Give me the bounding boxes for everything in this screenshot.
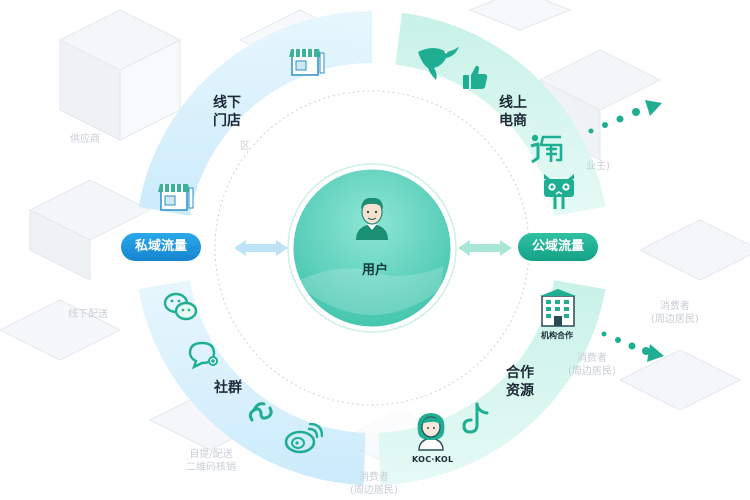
- person-avatar-icon: [417, 413, 445, 451]
- user-icon: [356, 197, 388, 240]
- bg-label-community: 区: [240, 141, 250, 152]
- public-traffic-pill: 公域流量: [518, 233, 599, 261]
- bg-label-pickup-delivery: 自提/配送 二维码核销: [186, 449, 236, 473]
- store-icon: [158, 184, 194, 211]
- taobao-icon: [530, 134, 563, 164]
- thumbs-up-icon: [463, 65, 488, 89]
- tmall-icon: [544, 174, 574, 209]
- arrow-public-to-center: [458, 240, 512, 256]
- weibo-icon: [284, 423, 323, 454]
- bg-label-offline-delivery: 线下配送: [68, 309, 108, 320]
- segment-label-offline-store: 线下 门店: [213, 95, 241, 129]
- center-user-circle: [290, 166, 454, 330]
- segment-label-cooperation: 合作 资源: [506, 365, 534, 399]
- tiktok-icon: [462, 402, 489, 434]
- building-icon: [540, 289, 576, 327]
- mini-program-icon: [248, 402, 273, 422]
- bg-label-consumer-bottom: 消费者 (周边居民): [350, 472, 398, 496]
- bg-label-owner: 业主): [586, 161, 610, 172]
- koc-kol-label: KOC·KOL: [412, 455, 454, 464]
- segment-label-community: 社群: [214, 380, 242, 396]
- institution-label: 机构合作: [541, 331, 573, 340]
- ring-segment-online-ecommerce: [395, 12, 606, 216]
- center-user-label: 用户: [361, 263, 388, 278]
- bg-label-consumer-mid-right: 消费者 (周边居民): [568, 353, 616, 377]
- bg-label-consumer-right: 消费者 (周边居民): [651, 301, 699, 325]
- arrow-private-to-center: [234, 240, 288, 256]
- wechat-icon: [163, 292, 198, 321]
- store-icon: [289, 49, 325, 76]
- private-traffic-pill: 私域流量: [121, 233, 202, 261]
- segment-label-online-ecommerce: 线上 电商: [499, 95, 527, 129]
- flow-arrow-bottom: [601, 331, 664, 362]
- message-icon: [188, 341, 218, 370]
- flow-arrow-top: [588, 100, 662, 134]
- bg-label-supplier: 供应商: [70, 134, 100, 145]
- swallow-icon: [418, 46, 459, 80]
